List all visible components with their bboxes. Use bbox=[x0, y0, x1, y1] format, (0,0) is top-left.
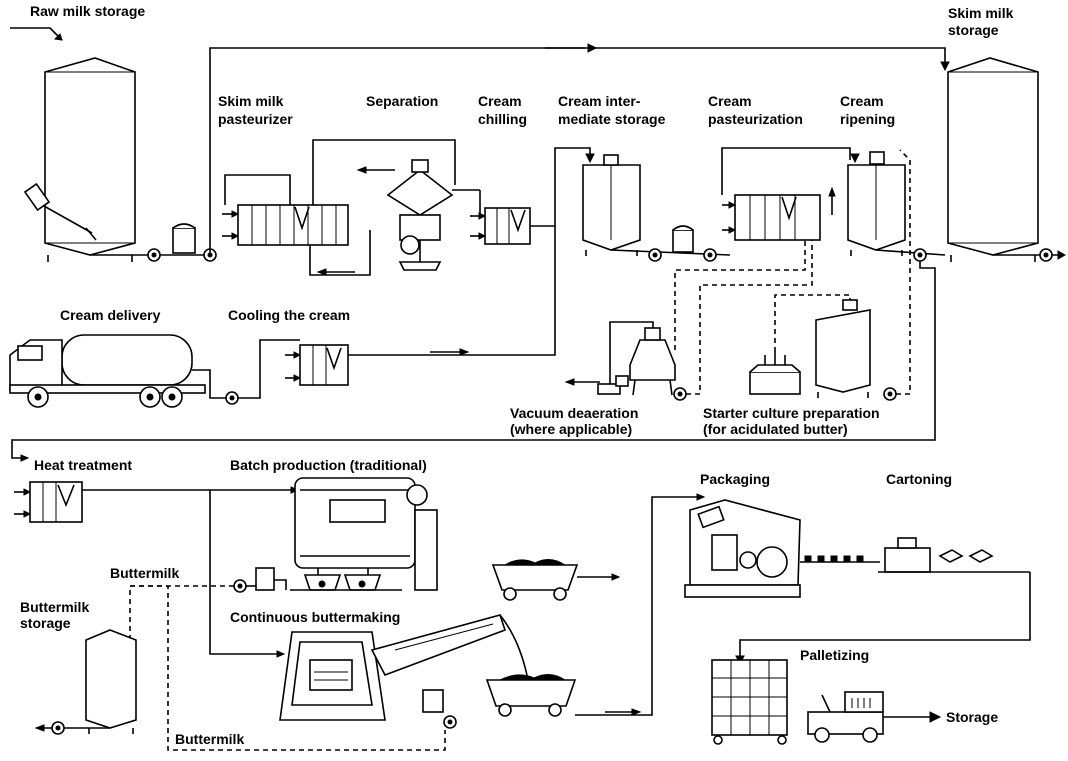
cream-chilling-heat-exchanger-icon bbox=[470, 208, 530, 244]
pump-icon bbox=[148, 249, 160, 261]
label-packaging: Packaging bbox=[700, 471, 770, 487]
separator-icon bbox=[388, 160, 452, 270]
truck-icon bbox=[10, 335, 205, 407]
label-cooling-the-cream: Cooling the cream bbox=[228, 307, 350, 323]
pump-icon bbox=[234, 580, 246, 592]
label-cream-delivery: Cream delivery bbox=[60, 307, 161, 323]
cooling-heat-exchanger-icon bbox=[285, 345, 348, 385]
label-cream-intermediate-line1: Cream inter- bbox=[558, 93, 641, 109]
cart-icon bbox=[487, 674, 575, 716]
pump-icon bbox=[704, 249, 716, 261]
cream-ripening-tank-icon bbox=[848, 152, 905, 256]
packaging-machine-icon bbox=[685, 500, 800, 597]
label-buttermilk-storage-line2: storage bbox=[20, 615, 71, 631]
pump-icon bbox=[674, 388, 686, 400]
label-skim-milk-pasteurizer-line1: Skim milk bbox=[218, 93, 284, 109]
label-cream-ripening-line1: Cream bbox=[840, 93, 884, 109]
label-buttermilk-storage-line1: Buttermilk bbox=[20, 599, 89, 615]
balance-tank-icon bbox=[673, 226, 693, 252]
label-heat-treatment: Heat treatment bbox=[34, 457, 132, 473]
pump-icon bbox=[52, 722, 64, 734]
churn-icon bbox=[290, 478, 437, 590]
raw-milk-storage-tank-icon bbox=[25, 58, 135, 262]
label-cartoning: Cartoning bbox=[886, 471, 952, 487]
label-buttermilk-continuous: Buttermilk bbox=[175, 731, 244, 747]
label-cream-chilling-line2: chilling bbox=[478, 111, 527, 127]
cartoning-machine-icon bbox=[878, 538, 1030, 572]
pallet-icon bbox=[712, 660, 787, 744]
label-vacuum-deaeration-line1: Vacuum deaeration bbox=[510, 405, 638, 421]
label-palletizing: Palletizing bbox=[800, 647, 869, 663]
skim-milk-pasteurizer-heat-exchanger-icon bbox=[222, 205, 348, 245]
label-buttermilk-batch: Buttermilk bbox=[110, 565, 179, 581]
label-skim-milk-pasteurizer-line2: pasteurizer bbox=[218, 111, 293, 127]
balance-tank-icon bbox=[173, 224, 195, 253]
starter-culture-tank-icon bbox=[816, 300, 870, 398]
label-cream-pasteurization-line2: pasteurization bbox=[708, 111, 803, 127]
label-skim-milk-storage-line1: Skim milk bbox=[948, 5, 1014, 21]
label-starter-culture-line1: Starter culture preparation bbox=[703, 405, 880, 421]
label-cream-pasteurization-line1: Cream bbox=[708, 93, 752, 109]
pump-icon bbox=[914, 249, 926, 261]
label-skim-milk-storage-line2: storage bbox=[948, 22, 999, 38]
label-cream-chilling-line1: Cream bbox=[478, 93, 522, 109]
label-storage: Storage bbox=[946, 709, 998, 725]
pump-icon bbox=[226, 392, 238, 404]
continuous-buttermaking-machine-icon bbox=[280, 615, 505, 728]
cream-pasteurization-heat-exchanger-icon bbox=[722, 195, 820, 240]
tractor-icon bbox=[808, 692, 883, 742]
heat-treatment-heat-exchanger-icon bbox=[14, 482, 82, 522]
label-separation: Separation bbox=[366, 93, 438, 109]
cream-intermediate-storage-tank-icon bbox=[583, 155, 640, 256]
cart-icon bbox=[493, 559, 577, 600]
label-starter-culture-line2: (for acidulated butter) bbox=[703, 421, 848, 437]
conveyor-icon bbox=[800, 556, 880, 562]
starter-culture-unit-icon bbox=[750, 352, 800, 394]
buttermilk-storage-tank-icon bbox=[86, 630, 136, 734]
label-vacuum-deaeration-line2: (where applicable) bbox=[510, 421, 632, 437]
pump-icon bbox=[1040, 249, 1052, 261]
label-cream-ripening-line2: ripening bbox=[840, 111, 895, 127]
label-cream-intermediate-line2: mediate storage bbox=[558, 111, 666, 127]
pump-icon bbox=[884, 388, 896, 400]
label-raw-milk-storage: Raw milk storage bbox=[30, 3, 145, 19]
buttermilk-collector-icon bbox=[256, 568, 274, 590]
label-batch-production: Batch production (traditional) bbox=[230, 457, 427, 473]
skim-milk-storage-tank-icon bbox=[948, 58, 1038, 262]
label-continuous-buttermaking: Continuous buttermaking bbox=[230, 609, 400, 625]
pump-icon bbox=[649, 249, 661, 261]
